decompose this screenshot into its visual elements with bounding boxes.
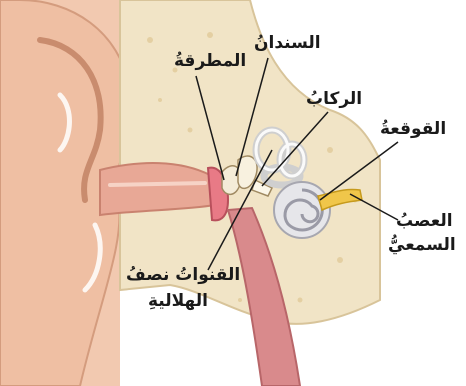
label-incus: السندانُ	[254, 32, 321, 54]
label-malleus: المطرقةُ	[174, 50, 246, 72]
label-nerve-line1: العصبُ	[396, 210, 453, 232]
ear-canal	[100, 163, 215, 215]
canal-highlight	[110, 183, 205, 185]
label-canals-line1: القنواتُ نصفُ	[126, 264, 240, 286]
label-canals-line2: الهلاليةِ	[148, 290, 208, 312]
label-stapes: الركابُ	[306, 88, 362, 110]
label-nerve-line2: السمعيُّ	[388, 234, 456, 256]
label-cochlea: القوقعةُ	[380, 118, 446, 140]
